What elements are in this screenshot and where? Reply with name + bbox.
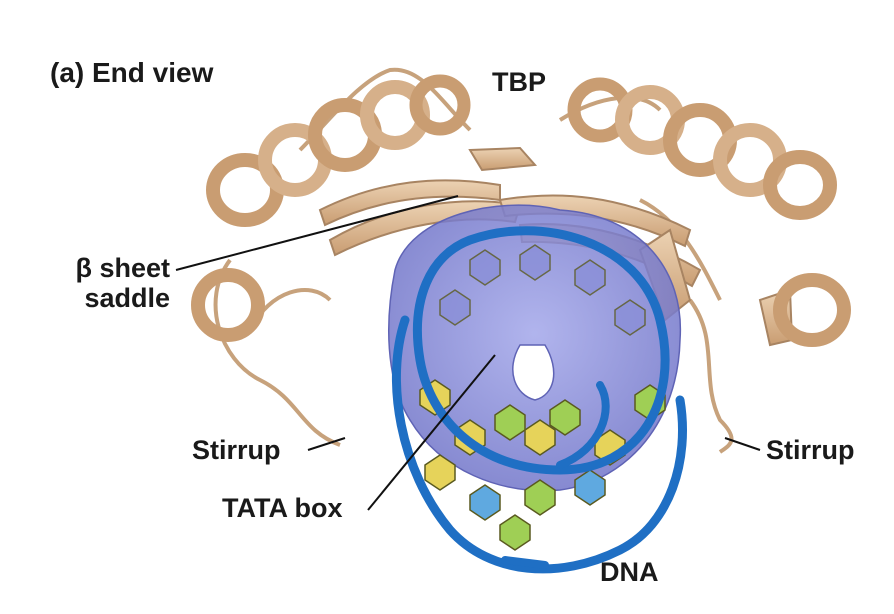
tata-box-label: TATA box (222, 493, 343, 523)
stirrup-left-leader-line (307, 437, 346, 451)
panel-title: (a) End view (50, 57, 214, 88)
stirrup-left-label: Stirrup (192, 435, 281, 465)
tata-box-leader-line (367, 354, 496, 511)
stirrup-right-leader-line (724, 437, 761, 451)
beta-sheet-label-line2: saddle (84, 282, 170, 313)
stirrup-right-label: Stirrup (766, 435, 855, 465)
tbp-label: TBP (492, 67, 546, 97)
beta-sheet-saddle-label: β sheet saddle (42, 253, 170, 313)
beta-sheet-leader-line (175, 195, 459, 271)
dna-label: DNA (600, 557, 659, 587)
leader-lines (175, 195, 761, 511)
protein-helices (191, 74, 851, 347)
beta-sheet-label-line1: β sheet (75, 253, 170, 283)
dna-backbone (392, 226, 687, 574)
